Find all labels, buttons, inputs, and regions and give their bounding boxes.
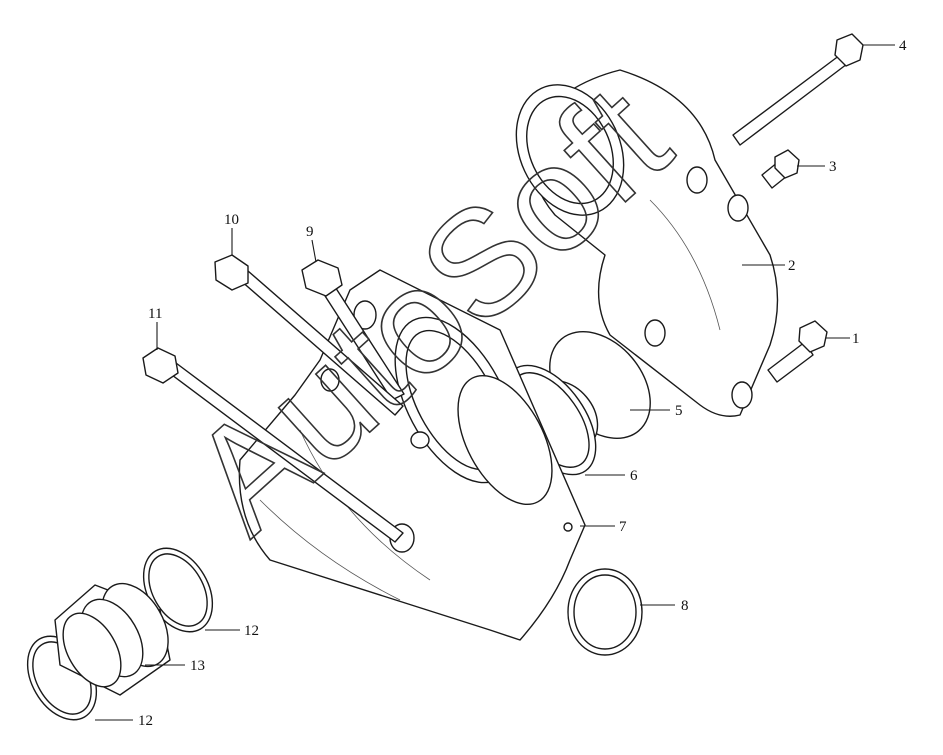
callout-12-lower: 12 bbox=[138, 713, 153, 729]
callout-2: 2 bbox=[788, 258, 796, 274]
thermostat-housing-part-7 bbox=[238, 269, 586, 641]
outlet-housing-part-2 bbox=[515, 69, 779, 417]
plug-part-9 bbox=[301, 259, 405, 401]
leader-lines bbox=[95, 44, 895, 721]
bolt-part-11 bbox=[142, 347, 404, 543]
callout-8: 8 bbox=[681, 598, 689, 614]
bolt-part-4 bbox=[732, 33, 864, 146]
callout-10: 10 bbox=[224, 212, 239, 228]
callout-labels: 4 3 2 1 5 6 7 8 9 10 11 12 13 12 bbox=[138, 38, 907, 729]
connector-sleeve-part-13 bbox=[54, 582, 171, 696]
callout-7: 7 bbox=[619, 519, 627, 535]
o-ring-part-8 bbox=[567, 568, 643, 656]
o-ring-part-12-upper bbox=[142, 547, 214, 633]
callout-12-upper: 12 bbox=[244, 623, 259, 639]
plug-part-3 bbox=[761, 149, 800, 189]
callout-4: 4 bbox=[899, 38, 907, 54]
callout-6: 6 bbox=[630, 468, 638, 484]
callout-9: 9 bbox=[306, 224, 314, 240]
callout-5: 5 bbox=[675, 403, 683, 419]
callout-11: 11 bbox=[148, 306, 162, 322]
callout-13: 13 bbox=[190, 658, 205, 674]
callout-1: 1 bbox=[852, 331, 860, 347]
bolt-part-10 bbox=[214, 254, 404, 416]
bolt-part-1 bbox=[767, 320, 828, 383]
callout-3: 3 bbox=[829, 159, 837, 175]
